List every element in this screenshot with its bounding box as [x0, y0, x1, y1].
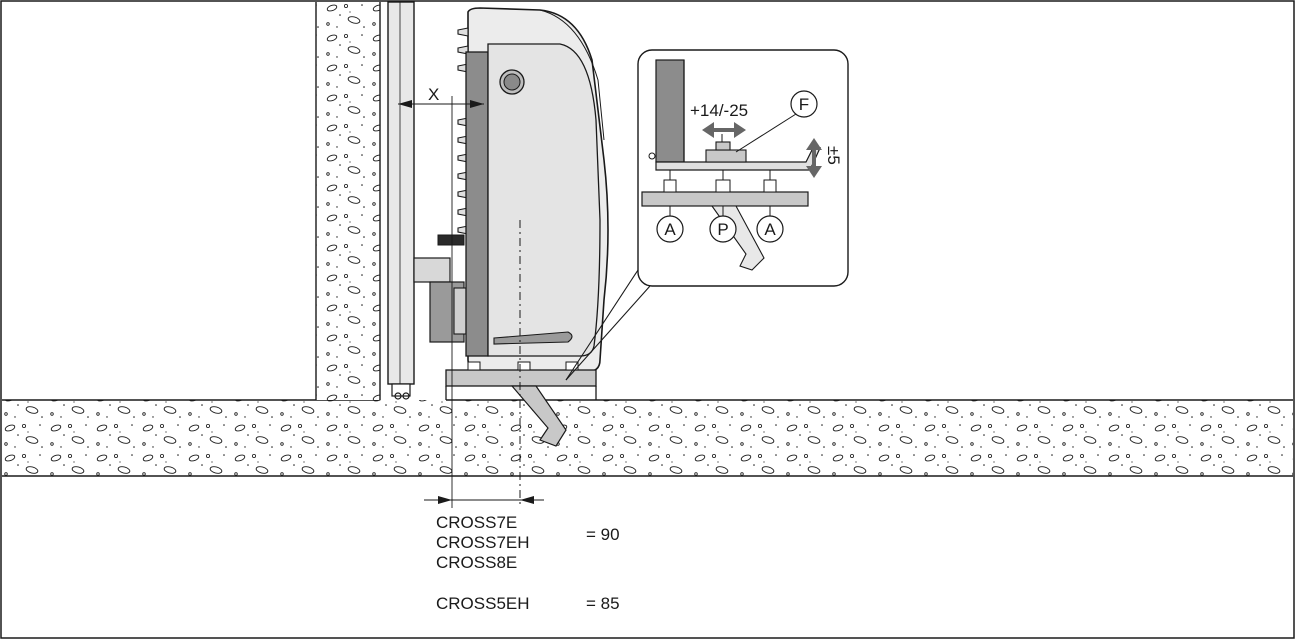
horizontal-adjust-arrow-icon: [702, 122, 746, 138]
detail-inset: +14/-25 ±5 F A P A: [637, 49, 849, 287]
svg-text:A: A: [664, 220, 676, 239]
model-name: CROSS8E: [436, 553, 517, 572]
x-dimension: X: [398, 85, 484, 508]
model-name: CROSS7E: [436, 513, 517, 532]
model-name: CROSS7EH: [436, 533, 530, 552]
gate-leaf: [387, 1, 415, 400]
detail-leader-lines: [565, 269, 651, 381]
vertical-adjust-label: ±5: [824, 146, 843, 165]
model-values: CROSS7E CROSS7EH CROSS8E = 90 CROSS5EH =…: [436, 513, 620, 613]
callout-f: F: [790, 90, 818, 118]
offset-dimension: [424, 496, 544, 504]
base-plate: [445, 361, 597, 447]
callout-a-right: A: [756, 206, 784, 243]
svg-text:A: A: [764, 220, 776, 239]
model-value: = 85: [586, 594, 620, 613]
concrete-pillar: [315, 2, 381, 400]
ground-slab: [2, 399, 1293, 477]
callout-a-left: A: [656, 206, 684, 243]
motor-handle: [493, 331, 573, 345]
x-dimension-label: X: [428, 85, 439, 104]
horizontal-adjust-label: +14/-25: [690, 101, 748, 120]
model-value: = 90: [586, 525, 620, 544]
vertical-adjust-arrow-icon: [806, 138, 822, 178]
svg-text:F: F: [799, 95, 809, 114]
callout-p: P: [709, 206, 737, 243]
rack-and-pinion: [413, 234, 471, 343]
model-name: CROSS5EH: [436, 594, 530, 613]
svg-text:P: P: [717, 220, 728, 239]
motor-side-panel: [465, 51, 489, 357]
gate-motor: [457, 7, 609, 373]
